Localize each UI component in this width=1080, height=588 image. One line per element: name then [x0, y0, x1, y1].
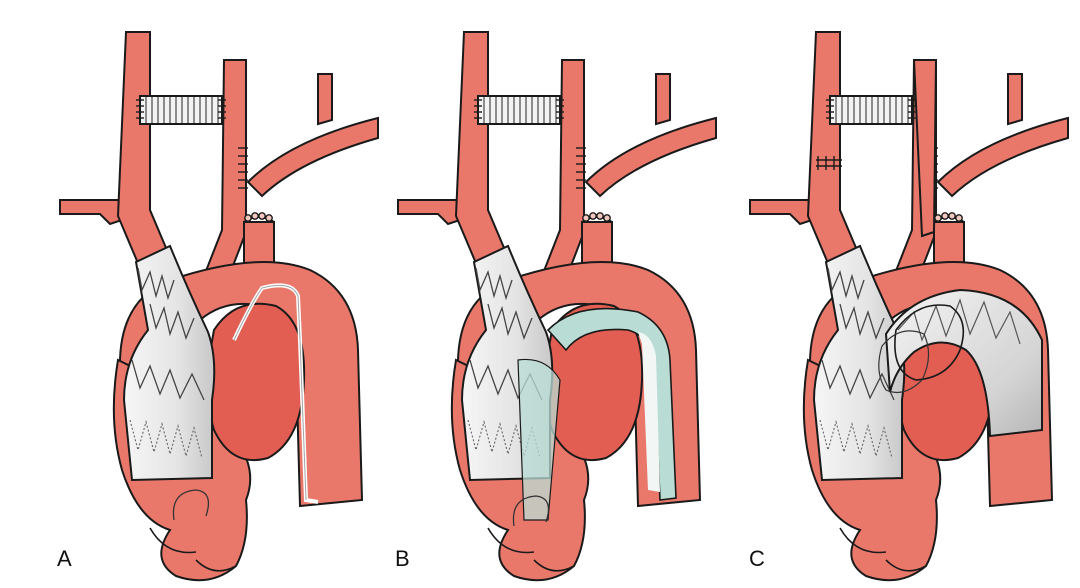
panel-b — [397, 31, 717, 582]
sheath-lumen-b — [638, 332, 660, 492]
suture-line-c — [816, 156, 842, 170]
catheter-loop-a — [172, 489, 210, 521]
delivery-sheath-b — [546, 307, 677, 501]
catheter-loop-b — [512, 495, 550, 527]
arch-stent-wire-c — [897, 298, 1021, 345]
debranched-limb-c — [912, 59, 938, 238]
arch-stent-ring-inner-c — [878, 330, 930, 393]
panel-label-c: C — [749, 546, 765, 571]
arch-stent-graft-c — [884, 288, 1043, 438]
aortic-anatomy-c — [749, 31, 1069, 582]
guidewire-a — [232, 283, 319, 504]
panel-c — [749, 31, 1069, 582]
sheath-tip-b — [517, 358, 561, 521]
panel-label-b: B — [395, 546, 410, 571]
panel-label-a: A — [57, 546, 72, 571]
arch-stent-ring-c — [894, 304, 965, 381]
aortic-anatomy-a — [59, 31, 379, 582]
panel-a — [59, 31, 379, 582]
